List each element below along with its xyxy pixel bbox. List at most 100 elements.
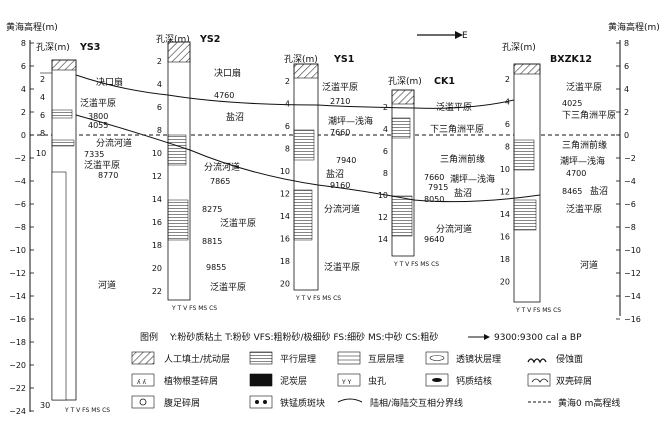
bx-facies: 泛滥平原 [566, 203, 602, 215]
ys3-grain-axis: Y T V FS MS CS [64, 407, 110, 414]
peat-icon [249, 373, 273, 387]
legend-label: 双壳碎屑 [556, 375, 592, 387]
interbedding-icon [337, 351, 361, 365]
ys1-tick: 2 [285, 77, 290, 86]
right-axis-tick-label: 0 [624, 131, 629, 140]
ck1-tick: 10 [378, 191, 388, 200]
direction-label: E [462, 31, 468, 41]
ys1-date: 7940 [336, 156, 356, 165]
ys3-facies: 决口扇 [96, 76, 123, 88]
ck1-facies: 下三角洲平原 [430, 123, 484, 135]
ck1-date: 7660 [424, 173, 444, 182]
left-axis-tick-label: −16 [9, 315, 26, 324]
ys1-date: 2710 [330, 97, 350, 106]
ys2-tick: 4 [157, 80, 162, 89]
ck1-date: 8050 [424, 195, 444, 204]
ys1-facies: 盐沼 [326, 168, 344, 180]
legend-label: 人工填土/扰动层 [164, 353, 230, 365]
ys3-tick: 10 [36, 149, 46, 158]
legend-label: 黄海0 m高程线 [558, 397, 620, 409]
bx-tick: 14 [500, 210, 510, 219]
ys3-facies: 泛滥平原 [80, 97, 116, 109]
left-axis-tick-label: −24 [9, 407, 26, 416]
ys1-tick: 10 [280, 167, 290, 176]
svg-text:ʎ ʎ: ʎ ʎ [137, 379, 146, 386]
gastropod-icon [131, 395, 155, 409]
ys2-tick: 20 [152, 264, 162, 273]
legend-label: 腹足碎屑 [164, 397, 200, 409]
ys2-date: 9855 [206, 263, 226, 272]
left-axis-tick-label: −6 [14, 200, 26, 209]
ys1-tick: 16 [280, 235, 290, 244]
legend-label: 泥炭层 [280, 376, 307, 387]
ck1-facies: 盐沼 [454, 187, 472, 199]
left-axis-tick-label: −8 [14, 223, 26, 232]
ys2-date: 7865 [210, 177, 230, 186]
core-ys2-depth-label: 孔深(m) [156, 34, 190, 45]
core-ys3-id: YS3 [79, 42, 100, 53]
plant-root-icon [131, 373, 155, 387]
ys2-tick: 16 [152, 218, 162, 227]
ys1-facies: 泛滥平原 [324, 261, 360, 273]
ys2-facies: 盐沼 [226, 111, 244, 123]
ys3-facies: 泛滥平原 [84, 159, 120, 171]
legend-label: 互层层理 [368, 354, 404, 365]
legend: 图例 Y:粉砂质粘土 T:粉砂 VFS:粗粉砂/极细砂 FS:细砂 MS:中砂 … [131, 331, 620, 409]
core-ys1-id: YS1 [333, 54, 354, 65]
ys1-facies: 分流河道 [324, 203, 360, 215]
ys3-facies: 分流河道 [96, 137, 132, 149]
ys2-date: 8275 [202, 205, 222, 214]
boundary-line-icon [337, 398, 363, 403]
ys2-tick: 2 [157, 57, 162, 66]
right-axis-tick-label: 4 [624, 85, 629, 94]
core-ys1-depth-label: 孔深(m) [284, 54, 318, 65]
ys2-date: 8815 [202, 237, 222, 246]
ys3-tick: 8 [40, 129, 45, 138]
ys1-tick: 20 [280, 280, 290, 289]
legend-label: 平行层理 [280, 353, 316, 365]
right-axis-tick-label: −16 [624, 315, 641, 324]
bx-tick: 4 [505, 98, 510, 107]
ys2-facies: 泛滥平原 [220, 217, 256, 229]
legend-date-note: 9300:9300 cal a BP [494, 333, 582, 343]
ys2-tick: 10 [152, 149, 162, 158]
ys3-date: 4055 [88, 121, 108, 130]
ys3-date: 7335 [84, 150, 104, 159]
ck1-tick: 12 [378, 213, 388, 222]
ys3-tick: 6 [40, 111, 45, 120]
core-bxzk12-depth-label: 孔深(m) [502, 42, 536, 53]
legend-label: 虫孔 [368, 375, 386, 387]
ys3-date: 8770 [98, 171, 118, 180]
legend-label: 铁锰质斑块 [280, 397, 325, 409]
parallel-bedding-icon [249, 351, 273, 365]
right-axis-tick-label: 8 [624, 39, 629, 48]
ck1-facies: 三角洲前缘 [440, 153, 485, 165]
ck1-tick: 14 [378, 235, 388, 244]
ys3-bottom-depth: 30 [40, 401, 50, 410]
svg-text:Y Y: Y Y [341, 379, 352, 386]
bx-date: 4025 [562, 99, 582, 108]
left-axis-tick-label: −20 [9, 361, 26, 370]
ys1-tick: 12 [280, 190, 290, 199]
ys3-date: 3800 [88, 112, 108, 121]
left-axis-tick-label: −2 [14, 154, 26, 163]
left-axis-tick-label: −18 [9, 338, 26, 347]
left-axis-tick-label: 2 [21, 108, 26, 117]
bx-facies: 泛滥平原 [566, 81, 602, 93]
legend-label: 透镜状层理 [456, 353, 501, 365]
right-axis-tick-label: −8 [624, 223, 636, 232]
left-axis-tick-label: −4 [14, 177, 26, 186]
bx-tick: 2 [505, 75, 510, 84]
facies-boundary-lines [75, 74, 541, 203]
bx-date: 8465 [562, 187, 582, 196]
bx-facies: 三角洲前缘 [562, 139, 607, 151]
erosion-surface-icon [527, 358, 547, 364]
bx-tick: 6 [505, 120, 510, 129]
legend-label: 陆相/海陆交互相分界线 [370, 397, 463, 409]
bx-tick: 20 [500, 278, 510, 287]
burrow-icon [337, 373, 361, 387]
bivalve-icon [527, 373, 551, 387]
